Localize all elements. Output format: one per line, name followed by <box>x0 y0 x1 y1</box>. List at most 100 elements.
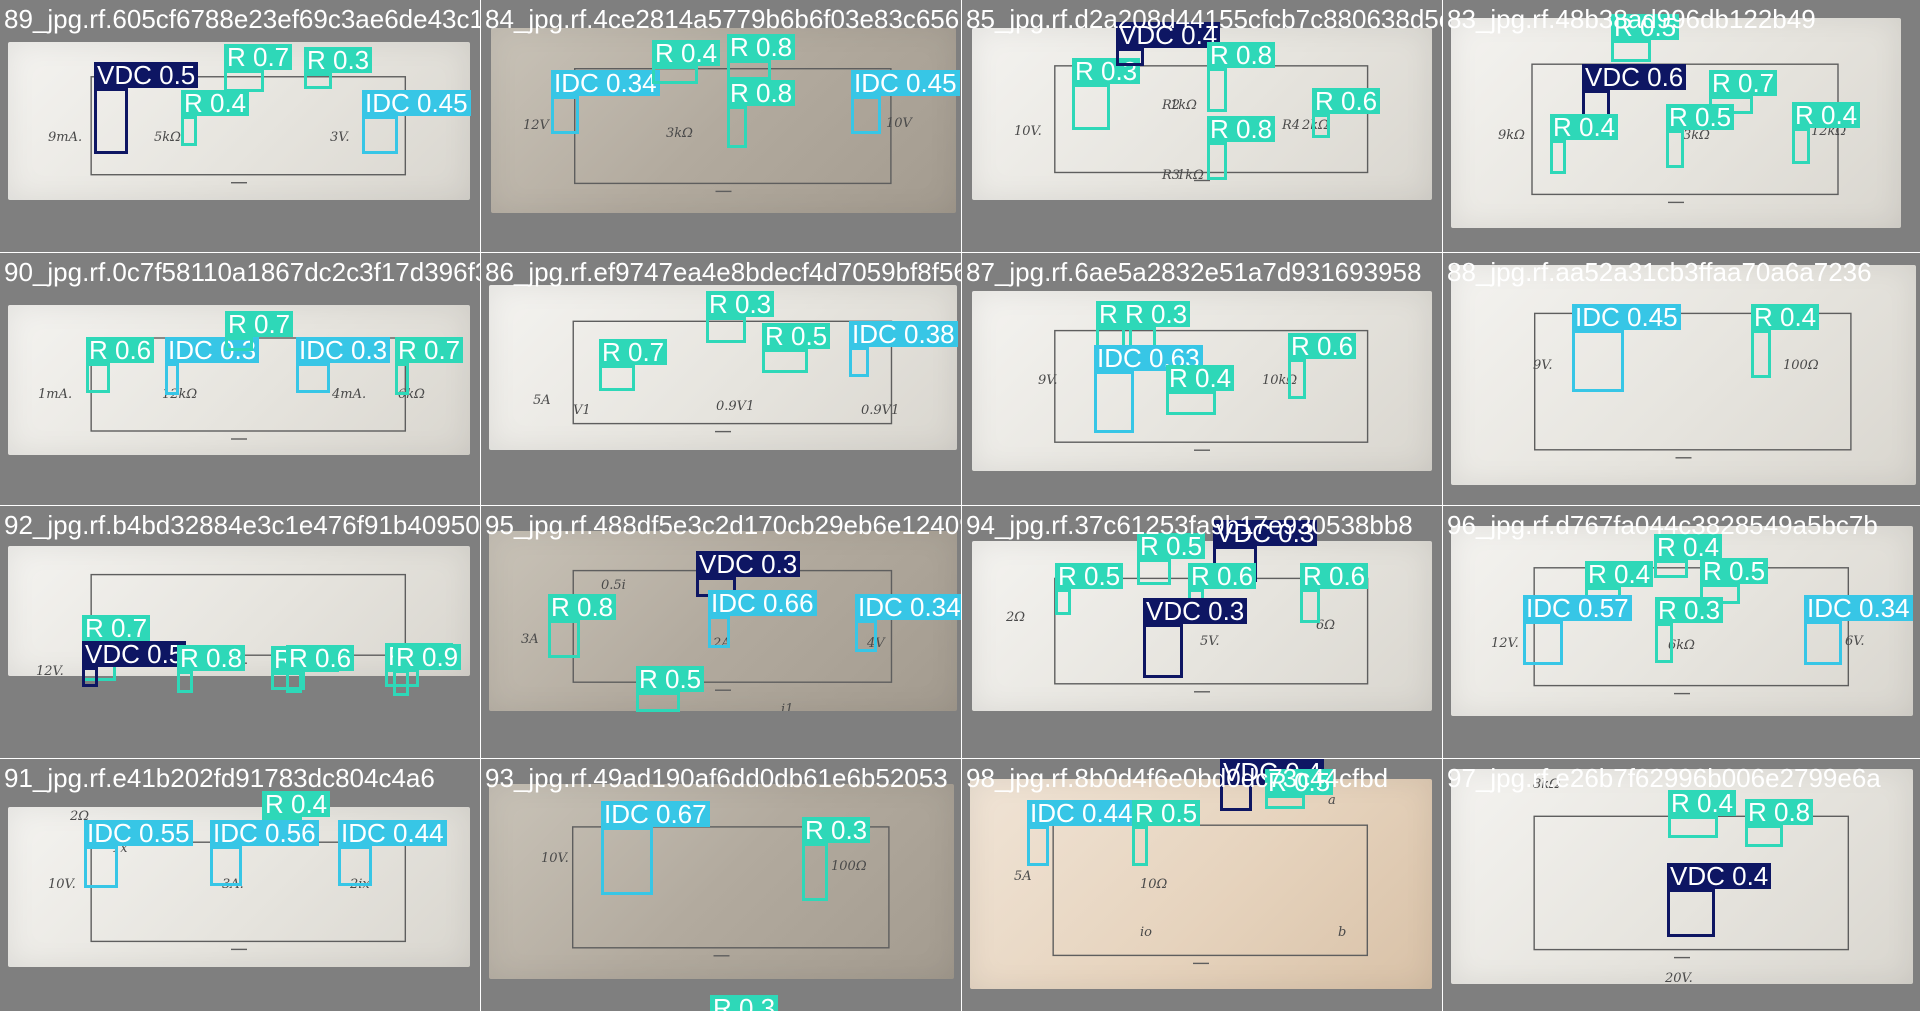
idc-detection-label: IDC 0.63 <box>1094 345 1203 371</box>
r-detection-label: R 0.9 <box>393 644 462 670</box>
handwritten-label: 4mA. <box>332 387 367 402</box>
circuit-sketch <box>572 320 893 433</box>
handwritten-label: 9mA. <box>48 130 83 145</box>
r-bounding-box <box>1745 825 1783 847</box>
handwritten-label: 1kΩ <box>1170 98 1197 113</box>
idc-bounding-box <box>601 827 653 895</box>
r-bounding-box <box>1668 816 1718 838</box>
handwritten-label: 10V. <box>541 851 569 866</box>
r-detection-label: R 0.6 <box>1312 88 1381 114</box>
r-bounding-box <box>802 843 828 901</box>
image-filename: 89_jpg.rf.605cf6788e23ef69c3ae6de43c1a9f <box>4 4 480 34</box>
vdc-detection-label: VDC 0.3 <box>1213 520 1318 546</box>
circuit-sketch <box>90 76 407 184</box>
r-bounding-box <box>86 363 110 393</box>
r-bounding-box <box>1666 130 1684 168</box>
r-bounding-box <box>599 365 635 391</box>
idc-detection-label: IDC 0.66 <box>708 590 817 616</box>
idc-bounding-box <box>362 116 398 154</box>
handwritten-label: a <box>1328 793 1336 808</box>
r-detection-label: R 0.7 <box>395 337 464 363</box>
idc-detection-label: IDC 0.55 <box>84 820 193 846</box>
r-detection-label: R 0.3 <box>1072 58 1141 84</box>
r-detection-label: R 0.4 <box>1751 304 1820 330</box>
handwritten-label: 3kΩ <box>1683 128 1710 143</box>
handwritten-label: 9kΩ <box>1498 128 1525 143</box>
r-bounding-box <box>652 66 698 84</box>
idc-detection-label: IDC 0.67 <box>601 801 710 827</box>
vdc-bounding-box <box>1667 889 1715 937</box>
r-bounding-box <box>727 60 771 80</box>
idc-bounding-box <box>1804 621 1842 665</box>
image-filename: 86_jpg.rf.ef9747ea4e8bdecf4d7059bf8f56b7 <box>485 257 961 287</box>
handwritten-label: 3V. <box>330 130 350 145</box>
handwritten-label: 100Ω <box>1783 358 1819 373</box>
r-detection-label: R 0.5 <box>1611 14 1680 40</box>
handwritten-label: 12V. <box>1491 636 1519 651</box>
idc-bounding-box <box>1027 826 1049 866</box>
idc-detection-label: IDC 0.57 <box>1523 595 1632 621</box>
idc-detection-label: IDC 0.34 <box>855 594 961 620</box>
handwritten-label: 5A <box>1014 869 1032 884</box>
r-bounding-box <box>762 349 808 373</box>
r-detection-label: R 0.6 <box>1300 563 1369 589</box>
vdc-detection-label: VDC 0.6 <box>1582 64 1687 90</box>
idc-detection-label: IDC 0.44 <box>1027 800 1136 826</box>
r-detection-label: R 0.4 <box>181 90 250 116</box>
vdc-detection-label: VDC 0.5 <box>82 641 187 667</box>
handwritten-label: 5V. <box>1200 634 1220 649</box>
idc-detection-label: IDC 0.45 <box>851 70 960 96</box>
r-detection-label: R 0.7 <box>82 615 151 641</box>
idc-bounding-box <box>708 616 730 648</box>
idc-bounding-box <box>165 363 179 395</box>
handwritten-label: 10Ω <box>1140 877 1168 892</box>
r-bounding-box <box>304 73 332 89</box>
r-bounding-box <box>393 670 409 696</box>
handwritten-label: V1 <box>573 403 591 418</box>
r-detection-label: R 0.3 <box>710 995 779 1011</box>
circuit-wire <box>572 320 893 425</box>
handwritten-label: 6kΩ <box>1668 638 1695 653</box>
handwritten-label: 0.9V1 <box>861 403 900 418</box>
idc-detection-label: IDC 0.3 <box>296 337 391 363</box>
circuit-photo: 10V.100Ω <box>489 784 954 979</box>
r-bounding-box <box>1207 142 1227 180</box>
r-detection-label: R 0.6 <box>1288 333 1357 359</box>
r-bounding-box <box>395 363 409 395</box>
handwritten-label: io <box>1140 925 1152 940</box>
r-bounding-box <box>181 116 197 146</box>
r-detection-label: R 0.3 <box>706 291 775 317</box>
image-filename: 87_jpg.rf.6ae5a2832e51a7d931693958 <box>966 257 1422 287</box>
handwritten-label: 2kΩ <box>1302 118 1329 133</box>
r-detection-label: R 0.6 <box>1188 563 1257 589</box>
circuit-wire <box>573 68 892 185</box>
handwritten-label: 8kΩ <box>1533 777 1560 792</box>
vdc-bounding-box <box>1143 624 1183 678</box>
circuit-sketch <box>1052 824 1369 965</box>
r-detection-label: R 0.4 <box>1792 102 1861 128</box>
handwritten-label: i1 <box>781 702 794 711</box>
r-bounding-box <box>225 337 253 351</box>
handwritten-label: 5A <box>533 393 551 408</box>
r-detection-label: R 0.8 <box>1207 42 1276 68</box>
handwritten-label: b <box>1338 925 1347 940</box>
r-detection-label: R 0.7 <box>1709 70 1778 96</box>
idc-bounding-box <box>851 96 881 134</box>
handwritten-label: 6Ω <box>1316 618 1336 633</box>
handwritten-label: 20V. <box>1665 971 1693 984</box>
idc-bounding-box <box>210 846 242 886</box>
r-detection-label: R 0.5 <box>1700 558 1769 584</box>
handwritten-label: 5kΩ <box>154 130 181 145</box>
idc-detection-label: IDC 0.45 <box>362 90 471 116</box>
vdc-detection-label: VDC 0.3 <box>1143 598 1248 624</box>
r-detection-label: R 0.6 <box>86 337 155 363</box>
handwritten-label: R2 <box>1162 98 1181 113</box>
